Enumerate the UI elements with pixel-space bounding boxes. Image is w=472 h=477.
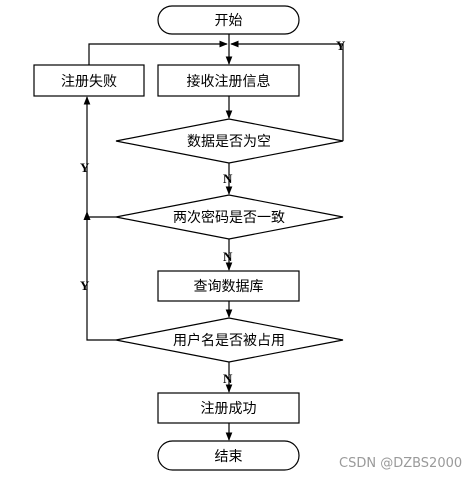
left-bus-arrowhead: [83, 211, 91, 220]
edge-label-password-next: N: [223, 249, 233, 264]
edge-empty-yes-loop: [230, 40, 344, 141]
edge-label-user-taken: Y: [80, 278, 90, 293]
end-node: 结束: [157, 440, 300, 471]
register-success-label: 注册成功: [201, 401, 257, 417]
username-taken-label: 用户名是否被占用: [173, 332, 285, 349]
edge-label-user-free: N: [223, 371, 233, 386]
edge-user-yes: [86, 217, 116, 341]
register-fail-box: 注册失败: [33, 64, 145, 97]
data-empty-label: 数据是否为空: [187, 134, 271, 150]
receive-info-box: 接收注册信息: [157, 64, 300, 97]
edge-label-empty-yes: Y: [336, 38, 346, 53]
edge-label-password-mismatch: Y: [80, 160, 90, 175]
password-match-label: 两次密码是否一致: [173, 209, 285, 226]
end-label: 结束: [215, 449, 243, 465]
start-node: 开始: [157, 5, 300, 35]
data-empty-decision: 数据是否为空: [115, 118, 344, 164]
start-label: 开始: [215, 13, 243, 29]
query-database-label: 查询数据库: [194, 279, 264, 295]
edge-fail-loop: [88, 40, 228, 65]
password-match-decision: 两次密码是否一致: [115, 194, 344, 240]
receive-info-label: 接收注册信息: [187, 73, 271, 90]
edge-label-empty-no: N: [223, 171, 233, 186]
register-fail-label: 注册失败: [61, 74, 117, 90]
username-taken-decision: 用户名是否被占用: [115, 317, 344, 363]
query-database-box: 查询数据库: [157, 270, 300, 302]
edge-password-yes: [83, 96, 116, 218]
watermark: CSDN @DZBS2000: [339, 456, 462, 471]
register-success-box: 注册成功: [157, 392, 300, 424]
